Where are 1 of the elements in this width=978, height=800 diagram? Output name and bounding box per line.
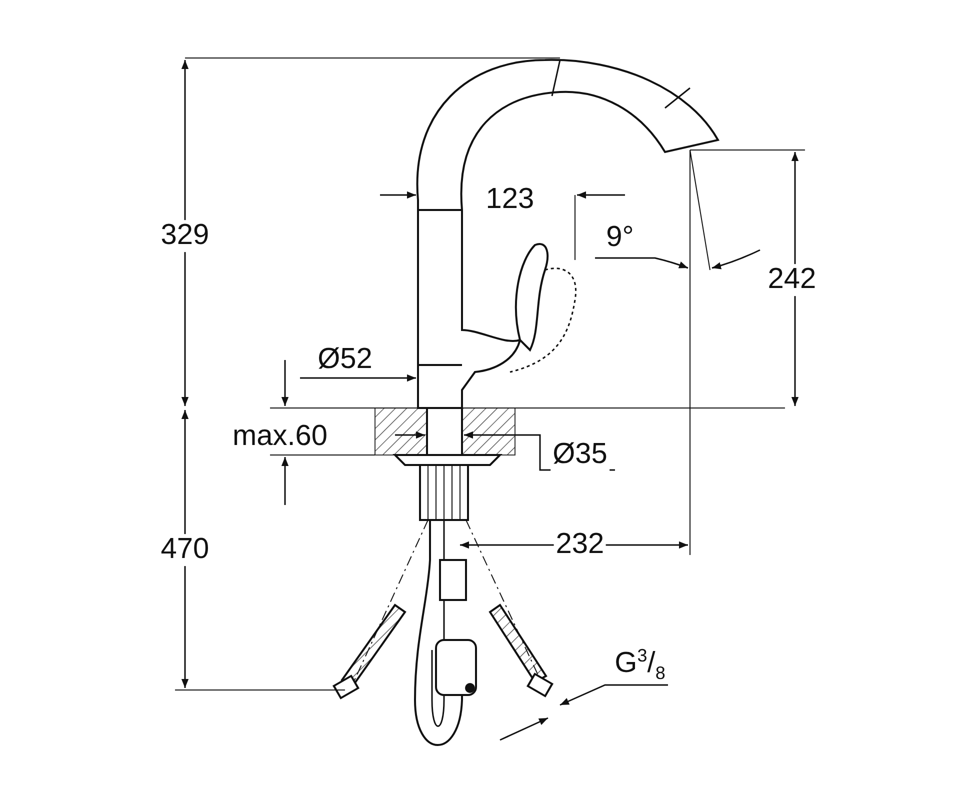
dimension-label: Ø35 (550, 439, 610, 471)
